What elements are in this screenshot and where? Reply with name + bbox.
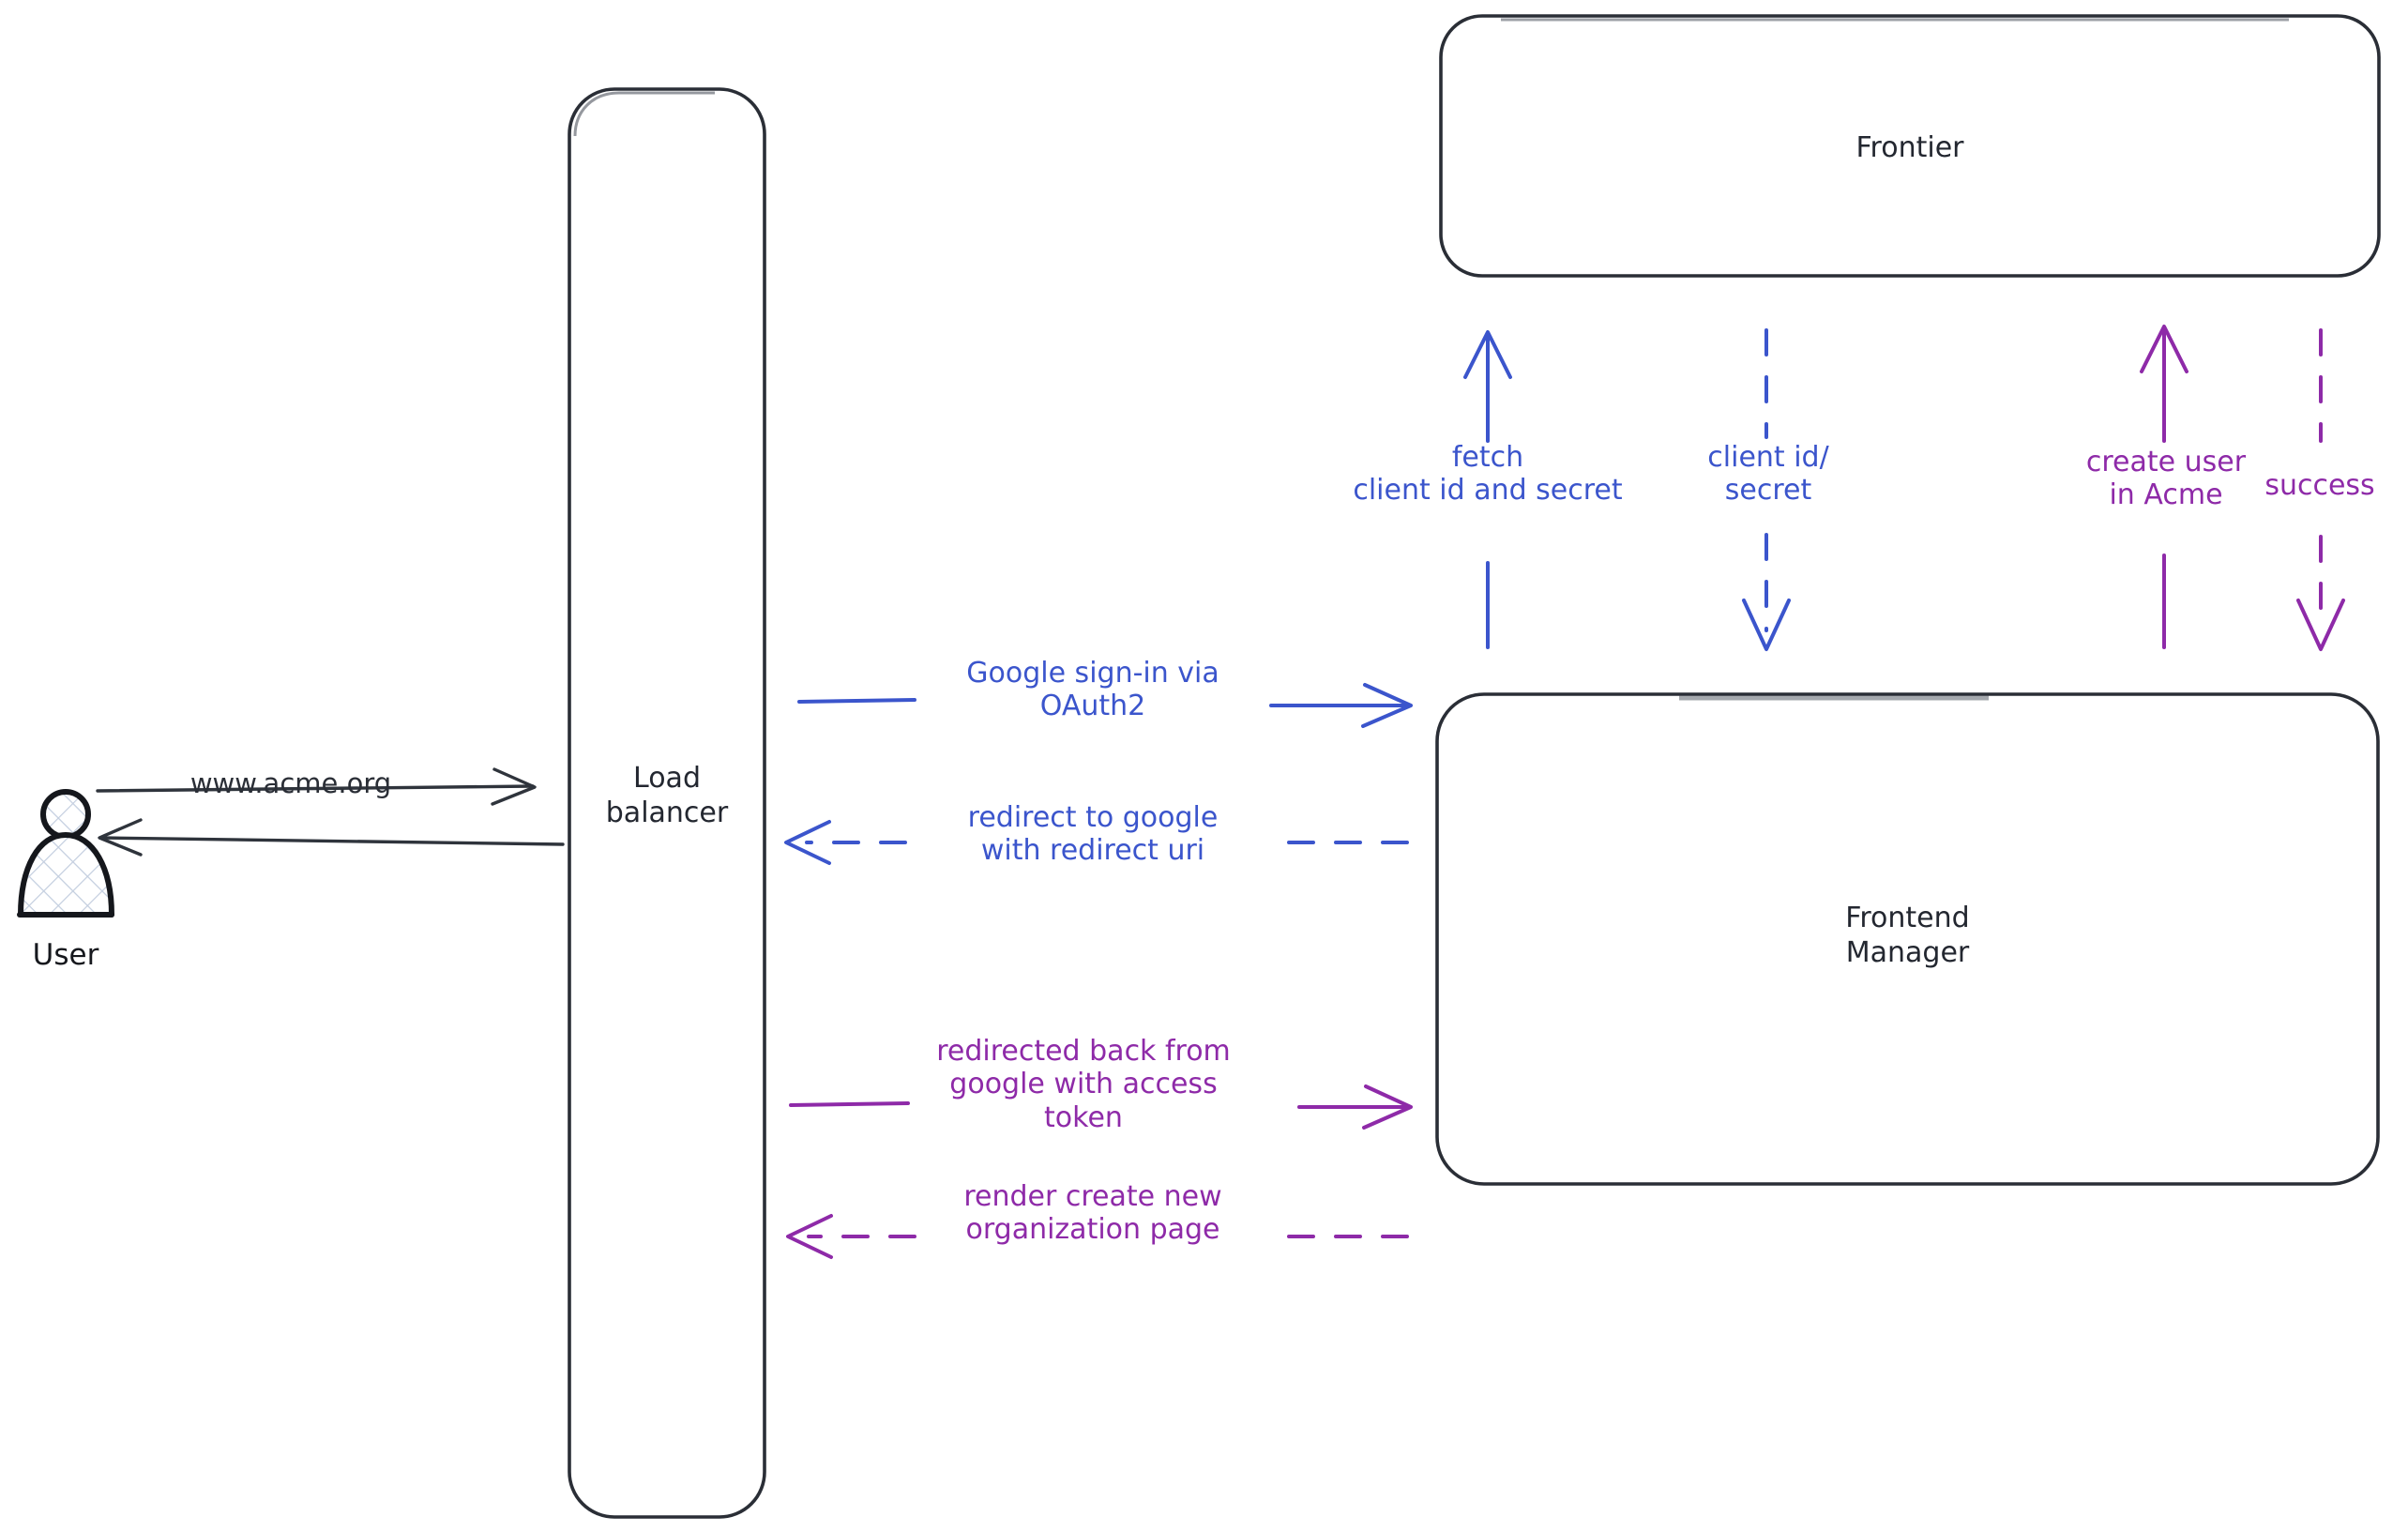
edge-label-client-id-secret: client id/ secret <box>1707 441 1829 508</box>
edge-success <box>2296 328 2345 651</box>
user-actor-label: User <box>32 938 99 972</box>
person-icon <box>17 789 114 918</box>
edge-label-render-create-org: render create new organization page <box>963 1180 1222 1247</box>
edge-label-create-user-in-acme: create user in Acme <box>2085 446 2247 512</box>
edge-fetch-client-id-secret <box>1463 330 1512 649</box>
edge-redirected-back-token <box>789 1085 1413 1130</box>
edge-create-user-in-acme <box>2140 325 2188 649</box>
edge-label-redirected-back-token: redirected back from google with access … <box>936 1035 1231 1134</box>
edge-label-success: success <box>2264 469 2375 502</box>
edge-load-balancer-to-user <box>98 818 565 857</box>
edge-label-google-signin: Google sign-in via OAuth2 <box>966 657 1219 723</box>
edge-client-id-secret <box>1742 328 1791 651</box>
edge-label-redirect-to-google: redirect to google with redirect uri <box>967 801 1219 868</box>
edge-label-fetch-client-id-secret: fetch client id and secret <box>1353 441 1623 508</box>
edge-render-create-org <box>786 1214 1409 1259</box>
node-frontend-manager[interactable] <box>1435 692 2380 1186</box>
node-load-balancer[interactable] <box>568 87 766 1519</box>
edge-google-signin <box>797 683 1413 728</box>
edge-user-to-load-balancer <box>96 767 537 806</box>
edge-redirect-to-google <box>784 820 1409 865</box>
edge-label-www-acme-org: www.acme.org <box>189 767 392 799</box>
node-frontier[interactable] <box>1439 14 2381 278</box>
